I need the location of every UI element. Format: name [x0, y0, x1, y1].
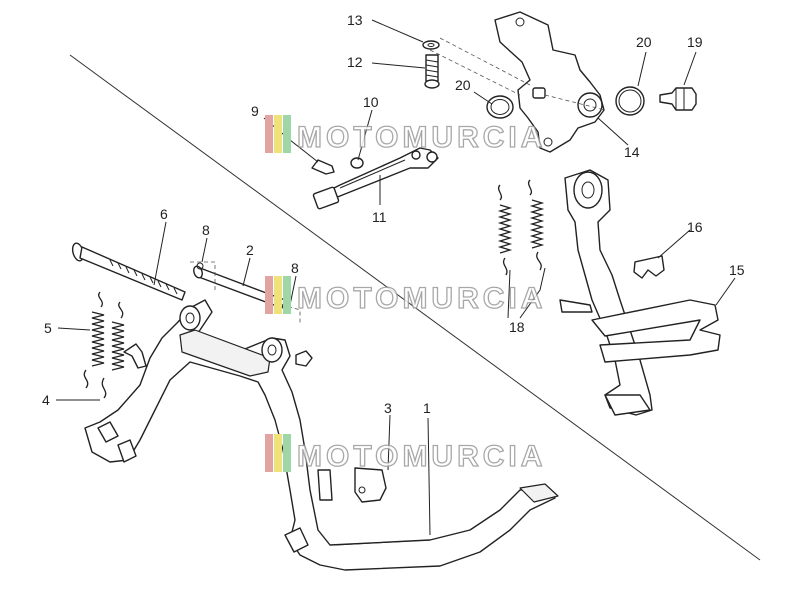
- bolt-part: [424, 54, 440, 89]
- washer-part: [422, 40, 440, 50]
- center-stand-part: [84, 299, 559, 571]
- part-label-5: 5: [44, 320, 52, 336]
- nut-part: [350, 157, 364, 169]
- side-stand-switch: [312, 147, 439, 210]
- leader-lines: [56, 19, 736, 536]
- watermark-text: MOTOMURCIA: [297, 282, 546, 315]
- nut-part: [295, 350, 313, 367]
- side-stand-part: [559, 169, 721, 416]
- part-label-20: 20: [455, 77, 471, 93]
- part-label-9: 9: [251, 103, 259, 119]
- part-label-13: 13: [347, 12, 363, 28]
- bracket-part: [354, 467, 387, 503]
- part-label-6: 6: [160, 206, 168, 222]
- watermark-bottom: MOTOMURCIA: [265, 434, 546, 474]
- spring-pair-right: [497, 179, 545, 276]
- screw-part: [123, 343, 147, 369]
- part-label-3: 3: [384, 400, 392, 416]
- part-label-16: 16: [687, 219, 703, 235]
- part-label-8: 8: [202, 222, 210, 238]
- watermark-text: MOTOMURCIA: [297, 440, 546, 473]
- spring-pair-left: [83, 291, 125, 399]
- watermark-middle: MOTOMURCIA: [265, 276, 546, 316]
- part-label-8: 8: [291, 260, 299, 276]
- part-label-4: 4: [42, 392, 50, 408]
- part-label-14: 14: [624, 144, 640, 160]
- bracket-assembly: [429, 11, 606, 153]
- part-label-15: 15: [729, 262, 745, 278]
- o-ring-part: [615, 86, 645, 116]
- part-label-1: 1: [423, 400, 431, 416]
- part-label-11: 11: [372, 209, 387, 225]
- watermark-top: MOTOMURCIA: [265, 115, 546, 155]
- watermark-text: MOTOMURCIA: [297, 121, 546, 154]
- part-label-10: 10: [363, 94, 379, 110]
- part-label-18: 18: [509, 319, 525, 335]
- clip-part: [196, 262, 204, 270]
- clip-part: [633, 255, 665, 279]
- screw-part: [289, 139, 335, 175]
- part-label-12: 12: [347, 54, 363, 70]
- part-label-2: 2: [246, 242, 254, 258]
- part-label-20: 20: [636, 34, 652, 50]
- part-labels: 13 12 20 10 9 11 14 20 19 16 15 18 6 8 2…: [42, 12, 745, 416]
- divider-line: [69, 54, 761, 561]
- part-label-19: 19: [687, 34, 703, 50]
- plug-part: [659, 87, 697, 111]
- long-bolt-part: [71, 242, 186, 301]
